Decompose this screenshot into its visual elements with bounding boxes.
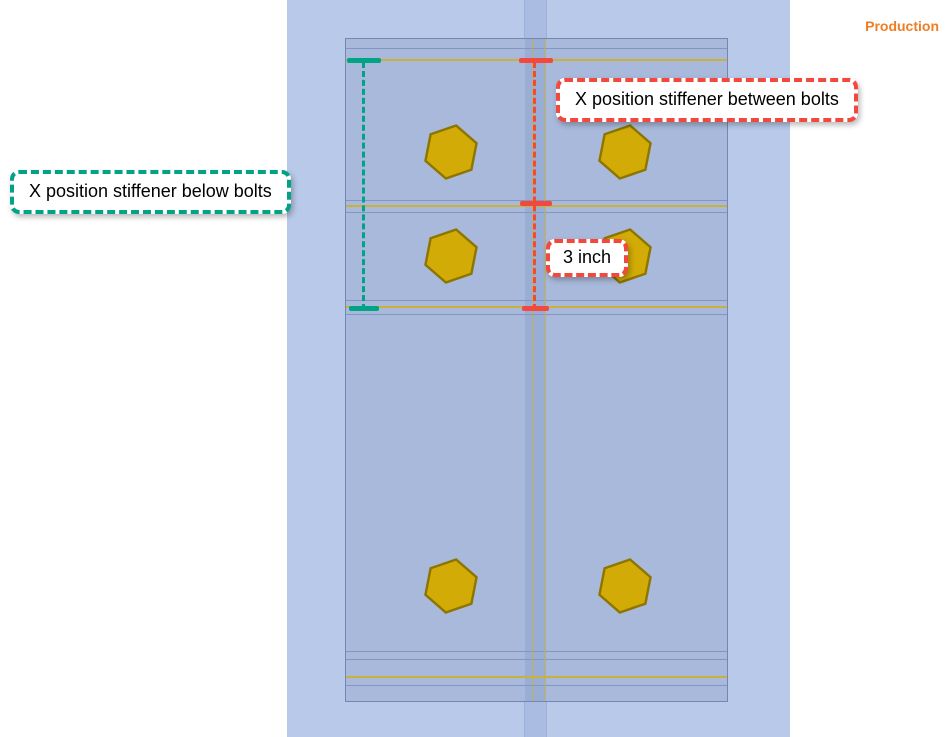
red-dimension-line (533, 62, 536, 310)
callout-stiffener-between-bolts: X position stiffener between bolts (556, 78, 858, 122)
production-watermark: Production (865, 18, 939, 34)
callout-dimension-3-inch: 3 inch (546, 239, 629, 277)
bolt-icon[interactable] (421, 226, 481, 286)
teal-dimension-cap-top (347, 58, 381, 63)
red-dimension-cap-bottom (522, 306, 549, 311)
stiffener-between-weld-line (346, 205, 727, 207)
callout-stiffener-below-bolts: X position stiffener below bolts (10, 170, 291, 214)
stiffener-between-top-edge (346, 200, 727, 201)
red-dimension-cap-middle (520, 201, 552, 206)
teal-dimension-cap-bottom (349, 306, 379, 311)
red-dimension-cap-top (519, 58, 553, 63)
stiffener-between-bottom-edge (346, 212, 727, 213)
bolt-icon[interactable] (595, 122, 655, 182)
teal-dimension-line (362, 62, 365, 310)
plate-top-inner-line (346, 48, 727, 49)
bolt-icon[interactable] (421, 122, 481, 182)
stiffener-below-bottom-edge (346, 314, 727, 315)
bottom-stiffener-bottom-edge (346, 659, 727, 660)
stiffener-below-top-edge (346, 300, 727, 301)
plate-bottom-inner-line (346, 685, 727, 686)
bolt-icon[interactable] (595, 556, 655, 616)
web-weld-line-right (544, 39, 545, 701)
web-weld-line-left (532, 39, 533, 701)
bottom-weld-line (346, 676, 727, 678)
end-plate[interactable] (345, 38, 728, 702)
bolt-icon[interactable] (421, 556, 481, 616)
bottom-stiffener-top-edge (346, 651, 727, 652)
